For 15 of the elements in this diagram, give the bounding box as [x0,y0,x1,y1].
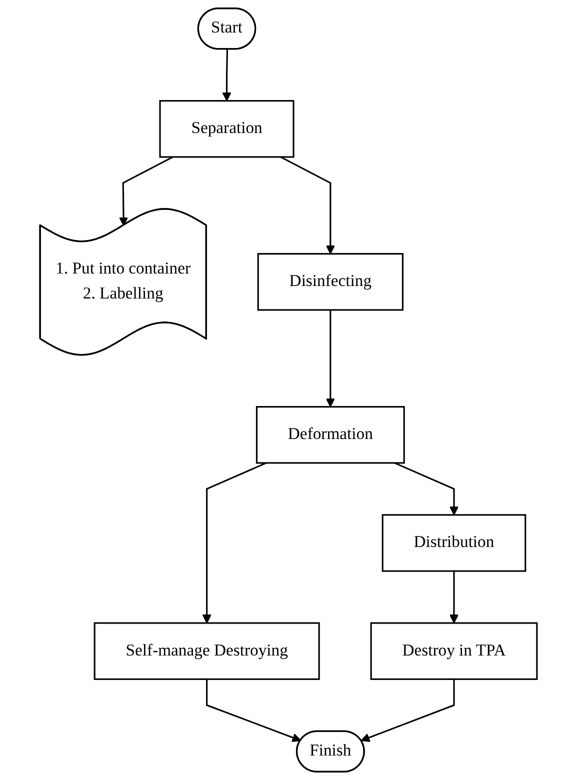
node-box: Self-manage Destroying [94,622,320,680]
node-box: Separation [159,100,294,158]
node-box: Destroy in TPA [370,622,538,680]
node-box: Deformation [256,406,405,464]
arrow [222,49,232,102]
arrow [360,679,455,742]
arrow [394,462,459,516]
arrow [118,156,174,226]
arrow [449,571,459,624]
arrow [326,310,335,408]
arrow [280,156,335,254]
node-box: Distribution [382,514,526,572]
arrow [206,679,302,742]
arrow [202,462,267,624]
node-box: Disinfecting [257,253,404,311]
